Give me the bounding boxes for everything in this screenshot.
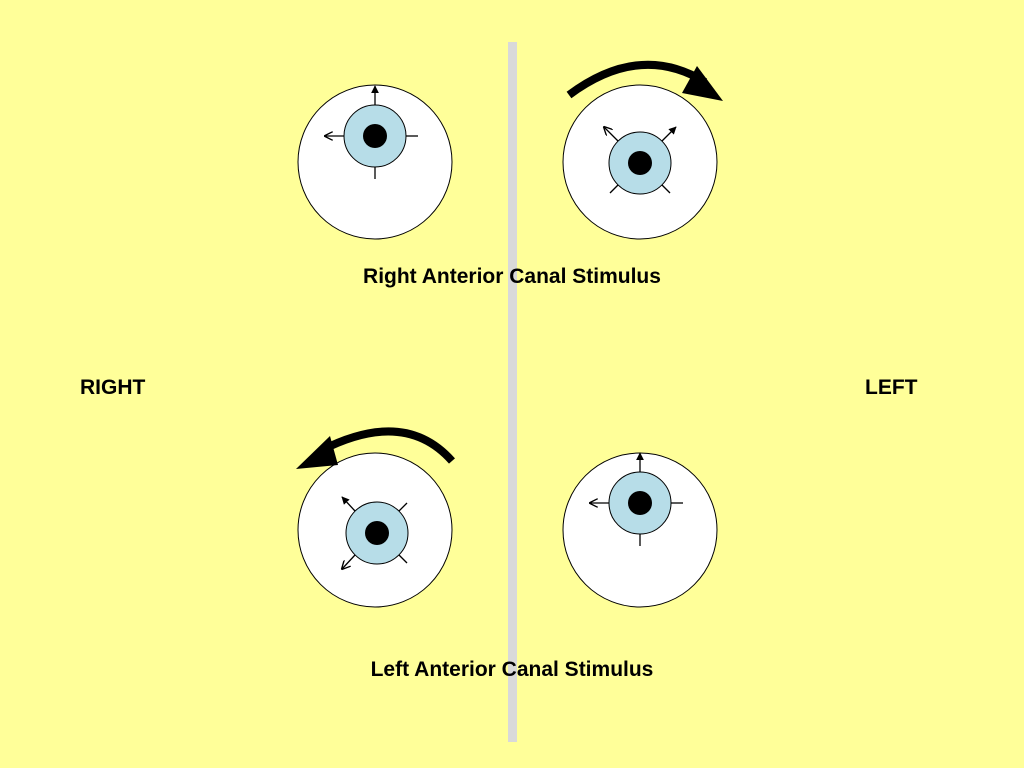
tick — [398, 502, 408, 512]
pupil — [628, 151, 652, 175]
pupil — [628, 491, 652, 515]
tick — [398, 554, 408, 564]
tick — [609, 184, 619, 194]
counterclockwise-arrow-icon — [320, 427, 455, 464]
up-right-arrow-icon — [661, 126, 677, 142]
eye-bottom-right-side — [296, 427, 455, 608]
top-caption: Right Anterior Canal Stimulus — [363, 265, 661, 288]
bottom-caption: Left Anterior Canal Stimulus — [370, 658, 654, 681]
tick — [661, 184, 671, 194]
midline-divider — [508, 42, 517, 742]
side-label-right: RIGHT — [80, 376, 146, 399]
down-left-arrow-icon — [342, 554, 356, 569]
eye-top-right-side — [297, 84, 453, 240]
eye-top-left-side — [562, 60, 723, 240]
pupil — [363, 124, 387, 148]
pupil — [365, 521, 389, 545]
clockwise-arrow-icon — [566, 60, 708, 99]
side-label-left: LEFT — [865, 376, 918, 399]
up-left-arrow-icon — [604, 127, 619, 142]
up-left-arrow-icon — [341, 496, 356, 512]
eye-bottom-left-side — [562, 452, 718, 608]
